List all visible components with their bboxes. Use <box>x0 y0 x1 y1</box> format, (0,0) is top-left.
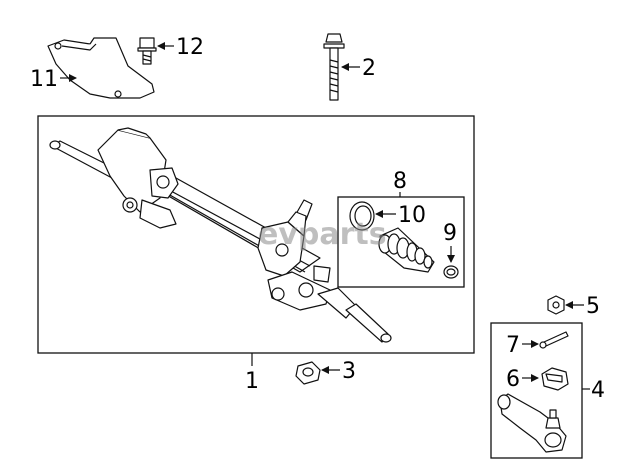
bolt-small[interactable] <box>137 37 157 65</box>
callout-4[interactable]: 4 <box>591 378 605 403</box>
heat-shield[interactable] <box>47 37 155 99</box>
castle-nut[interactable] <box>541 367 569 391</box>
watermark: evparts <box>258 217 387 252</box>
callout-10[interactable]: 10 <box>398 203 426 228</box>
boot-clamp-large[interactable] <box>349 201 375 231</box>
callout-3[interactable]: 3 <box>342 359 356 384</box>
callout-11[interactable]: 11 <box>30 67 58 92</box>
callout-9[interactable]: 9 <box>443 221 457 246</box>
steering-rack-assembly[interactable] <box>49 127 392 343</box>
boot-kit-frame <box>337 196 465 288</box>
cotter-pin[interactable] <box>539 331 569 349</box>
tie-rod-end-frame <box>490 322 583 459</box>
boot-clamp-small[interactable] <box>443 265 459 279</box>
callout-2[interactable]: 2 <box>362 56 376 81</box>
callout-7[interactable]: 7 <box>506 333 520 358</box>
callout-5[interactable]: 5 <box>586 294 600 319</box>
nut-3[interactable] <box>295 361 321 385</box>
callout-8[interactable]: 8 <box>393 169 407 194</box>
steering-gear-frame <box>37 115 475 354</box>
tie-rod-end[interactable] <box>497 393 567 453</box>
bolt-long[interactable] <box>323 33 345 101</box>
rack-boot[interactable] <box>378 227 435 273</box>
nut-5[interactable] <box>547 295 565 315</box>
callout-1[interactable]: 1 <box>245 369 259 394</box>
callout-12[interactable]: 12 <box>176 35 204 60</box>
callout-6[interactable]: 6 <box>506 367 520 392</box>
